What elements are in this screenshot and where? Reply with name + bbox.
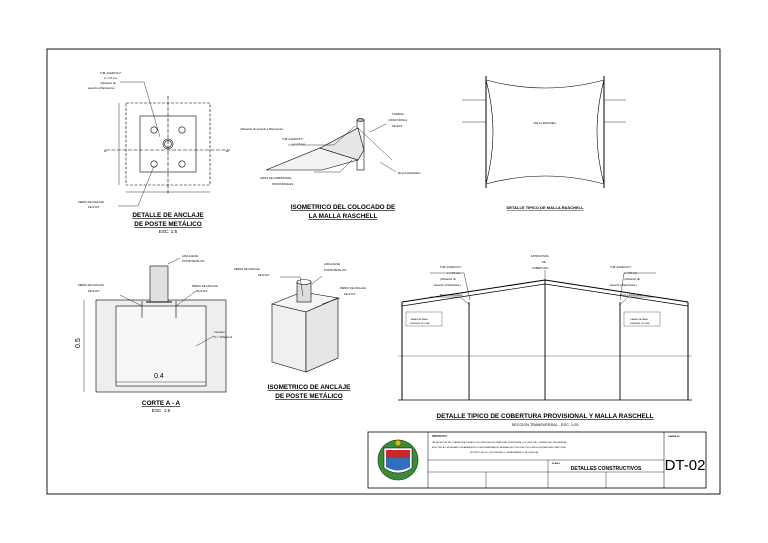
municipal-seal: [377, 439, 419, 481]
anclaje-note-line4: acuerdo a Planimetría ): [88, 86, 115, 90]
title-block: PROYECTO: "ADQUISICION DE COBERTURA, ESP…: [367, 431, 707, 489]
iso-malla-title-line2: LA MALLA RASCHELL: [309, 213, 378, 220]
plan-label: PLANO:: [552, 462, 561, 465]
anclaje-note-line1: TUB. ACERO Ø 2": [100, 71, 122, 75]
cob-canaleta-right-line2: DRENAJE PLUVIAL: [630, 322, 651, 325]
anclaje-bolt-label: PERNO DE ANCLAJE: [78, 200, 104, 204]
project-label: PROYECTO:: [432, 434, 448, 438]
iso-limite-line1: LIMITE DE COBERTURAS: [260, 176, 292, 180]
anclaje-title-line1: DETALLE DE ANCLAJE: [132, 212, 204, 219]
isometrico-malla: TUB. ACERO Ø 2" e = 2.5 mm (Ubicación de…: [240, 112, 421, 220]
iso-malla-label: MALLA RASCHELL: [398, 171, 421, 175]
corte-scale: ESC: 1:5: [152, 408, 171, 413]
cob-estructura-line2: DE: [542, 260, 546, 264]
iso-anclaje-perno-right-label: PERNO DE ANCLAJE: [340, 286, 366, 290]
iso-anclaje-title-line1: ISOMETRICO DE ANCLAJE: [268, 384, 352, 391]
cob-tube-left-thickness: e = 2.5 mm: [447, 271, 460, 275]
iso-malla-tube-thickness: e = 2.5 mm: [292, 142, 305, 146]
cob-tube-right-thickness: e = 2.5 mm: [624, 271, 637, 275]
cob-title: DETALLE TIPICO DE COBERTURA PROVISIONAL …: [436, 413, 653, 420]
cob-malla-right: MALLA RASCHELL: [620, 293, 643, 297]
iso-anclaje-perno-right-spec: DE Ø 3/4": [344, 292, 356, 296]
isometrico-anclaje: PERNO DE ANCLAJE DE Ø 3/4" ANCLAJE DE PO…: [234, 262, 366, 400]
project-line3: DISTRITO DE ILO, PROVINCIA ILO, DEPARTAM…: [470, 451, 539, 454]
cob-canaleta-right-line1: CANALETA PARA: [630, 318, 648, 321]
iso-anclaje-perno-left-spec: DE Ø 3/4": [258, 273, 270, 277]
iso-anclaje-line2: POSTE METALICO: [324, 268, 347, 272]
cob-canaleta-left-line1: CANALETA PARA: [410, 318, 428, 321]
cob-malla-left: MALLA RASCHELL: [440, 293, 463, 297]
project-line1: "ADQUISICION DE COBERTURA, ESPACIO DE CI…: [432, 441, 567, 444]
cob-tube-left-note1: (Ubicación de: [440, 277, 456, 281]
cob-subtitle: SECCION TRANSVERSAL - ESC: 1:25: [512, 423, 579, 427]
anclaje-note-line2: e = 2.5 mm: [104, 76, 117, 80]
iso-cordon-line3: DE Ø1/4": [392, 124, 403, 128]
corte-aa: ANCLAJE DE POSTE METALICO PERNO DE ANCLA…: [75, 254, 233, 413]
detalle-malla-center: MALLA RASCHELL: [534, 121, 557, 125]
detalle-malla: MALLA RASCHELL DETALLE TIPICO DE MALLA R…: [462, 76, 626, 210]
corte-title: CORTE A - A: [142, 400, 181, 407]
anclaje-detail: TUB. ACERO Ø 2" e = 2.5 mm (Ubicación de…: [78, 71, 230, 234]
iso-malla-title-line1: ISOMETRICO DEL COLOCADO DE: [291, 204, 396, 211]
sheet-label: LAMINA N°:: [668, 435, 680, 438]
cob-tube-right-label: TUB. ACERO Ø 2": [610, 265, 632, 269]
anclaje-note-line3: (Ubicación de: [100, 81, 116, 85]
project-line2: ELECTRICA Y MOBILIARIO DE AMBIENTES COMP…: [432, 446, 566, 449]
corte-concrete-spec: f'c = 175kg/cm2: [214, 335, 233, 339]
section-mark-left: A: [104, 149, 107, 153]
corte-dim-width: 0.4: [154, 373, 164, 380]
cob-tube-right-note2: acuerdo a Planimetría ): [610, 283, 637, 287]
sheet-number: DT-02: [665, 457, 706, 474]
corte-dim-height: 0.5: [75, 338, 82, 348]
iso-cordon-line1: CORDON: [392, 112, 404, 116]
anclaje-bolt-spec: DE Ø 3/4": [88, 205, 100, 209]
iso-malla-tube-label: TUB. ACERO Ø 2": [282, 137, 304, 141]
iso-limite-line2: PROVISIONALES: [272, 182, 293, 186]
corte-perno-left-spec: DE Ø 3/4": [88, 289, 100, 293]
iso-cordon-line2: LONGITUDINAL: [388, 118, 408, 122]
cob-estructura-line3: COBERTURA: [532, 266, 549, 270]
section-mark-right: A: [226, 149, 229, 153]
cob-tube-left-label: TUB. ACERO Ø 2": [440, 265, 462, 269]
anclaje-scale: ESC: 1:5: [159, 229, 178, 234]
corte-anclaje-line1: ANCLAJE DE: [182, 254, 198, 258]
anclaje-title-line2: DE POSTE METÁLICO: [134, 219, 201, 228]
iso-anclaje-perno-left-label: PERNO DE ANCLAJE: [234, 267, 260, 271]
corte-anclaje-line2: POSTE METALICO: [182, 259, 205, 263]
corte-concrete-label: Concreto: [214, 330, 225, 334]
cob-tube-left-note2: acuerdo a Planimetría ): [434, 283, 461, 287]
iso-anclaje-line1: ANCLAJE DE: [324, 262, 340, 266]
corte-perno-right-label: PERNO DE ANCLAJE: [192, 284, 218, 288]
iso-anclaje-title-line2: DE POSTE METÁLICO: [275, 391, 342, 400]
detalle-malla-title: DETALLE TIPICO DE MALLA RASCHELL: [506, 205, 584, 210]
corte-perno-left-label: PERNO DE ANCLAJE: [78, 283, 104, 287]
plan-name: DETALLES CONSTRUCTIVOS: [571, 466, 642, 472]
corte-perno-right-spec: DE Ø 3/4": [196, 289, 208, 293]
cob-estructura-line1: ESTRUCTURA: [531, 254, 549, 258]
iso-malla-tube-note: (Ubicación de acuerdo a Planimetría ): [240, 127, 284, 131]
cob-canaleta-left-line2: DRENAJE PLUVIAL: [410, 322, 431, 325]
cob-tube-right-note1: (Ubicación de: [624, 277, 640, 281]
cobertura-detail: ESTRUCTURA DE COBERTURA TUB. ACERO Ø 2" …: [398, 254, 692, 427]
